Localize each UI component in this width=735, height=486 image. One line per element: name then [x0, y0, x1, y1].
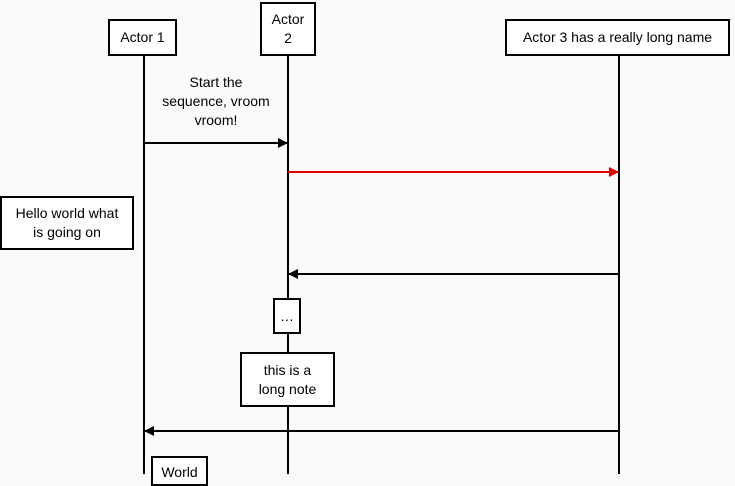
note-ellipsis: … — [273, 298, 301, 334]
note-long-text: this is a long note — [258, 361, 317, 397]
note-world-text: World — [161, 464, 198, 480]
diagram-wires — [143, 56, 620, 474]
message-1-label: Start the sequence, vroom vroom! — [162, 74, 270, 128]
note-long: this is a long note — [240, 352, 335, 407]
note-world: World — [151, 456, 208, 486]
note-hello: Hello world what is going on — [0, 196, 134, 250]
note-ellipsis-text: … — [280, 307, 294, 324]
actor-3-label: Actor 3 has a really long name — [522, 29, 713, 45]
actor-1-label: Actor 1 — [120, 29, 165, 45]
actor-2-box: Actor 2 — [260, 2, 316, 56]
note-hello-text: Hello world what is going on — [15, 205, 119, 240]
actor-3-box: Actor 3 has a really long name — [505, 19, 730, 56]
actor-1-box: Actor 1 — [108, 19, 177, 56]
actor-2-label: Actor 2 — [271, 11, 305, 46]
